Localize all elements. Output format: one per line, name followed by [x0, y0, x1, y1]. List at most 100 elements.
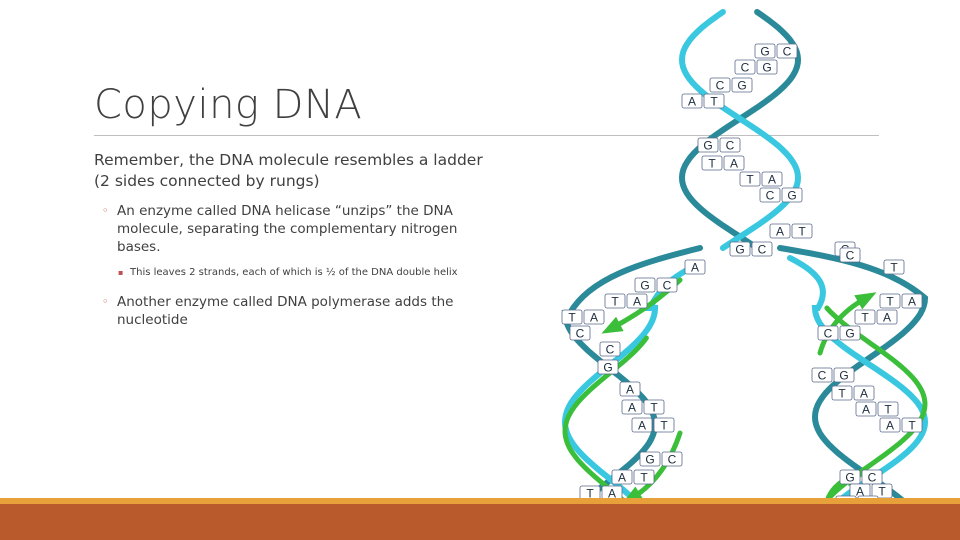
- base-T-box: [653, 417, 675, 433]
- base-C-label: C: [783, 45, 792, 59]
- base-C-label: C: [668, 453, 677, 467]
- base-G-box: [781, 187, 803, 203]
- left-base-pair: C: [599, 341, 621, 357]
- base-A-box: [876, 309, 898, 325]
- bullet-level3-text: This leaves 2 strands, each of which is …: [130, 267, 458, 278]
- right-base-pair: C: [839, 247, 861, 263]
- base-A-box: [901, 293, 923, 309]
- slide-body: Remember, the DNA molecule resembles a l…: [94, 150, 494, 339]
- base-T-box: [791, 223, 813, 239]
- base-T-box: [703, 93, 725, 109]
- base-T-label: T: [908, 419, 916, 433]
- base-A-box: [769, 223, 791, 239]
- base-C-label: C: [716, 79, 725, 93]
- footer-accent-bar: [0, 498, 960, 504]
- base-G-label: G: [760, 45, 769, 59]
- base-G-box: [839, 325, 861, 341]
- base-C-label: C: [606, 343, 615, 357]
- left-base-pair: C: [569, 325, 591, 341]
- base-G-box: [754, 43, 776, 59]
- bullet-level2-helicase: ◦ An enzyme called DNA helicase “unzips”…: [94, 202, 494, 256]
- top-strand-cyan: [678, 9, 802, 251]
- base-G-box: [756, 59, 778, 75]
- left-polymerase-arrow-head: [601, 316, 624, 334]
- base-A-box: [631, 417, 653, 433]
- left-base-pair: G: [597, 359, 619, 375]
- base-C-label: C: [726, 139, 735, 153]
- base-C-box: [751, 241, 773, 257]
- base-G-label: G: [603, 361, 612, 375]
- top-base-pair: A: [684, 259, 706, 275]
- base-A-label: A: [768, 173, 776, 187]
- base-T-label: T: [746, 173, 754, 187]
- bullet-ring-icon: ◦: [102, 295, 109, 308]
- base-C-box: [661, 451, 683, 467]
- base-A-label: A: [688, 95, 696, 109]
- base-C-box: [839, 247, 861, 263]
- base-A-label: A: [590, 311, 598, 325]
- base-C-label: C: [846, 249, 855, 263]
- base-A-box: [681, 93, 703, 109]
- base-G-label: G: [703, 139, 712, 153]
- left-base-pair: A: [619, 381, 641, 397]
- base-C-box: [569, 325, 591, 341]
- base-T-box: [877, 401, 899, 417]
- base-A-label: A: [776, 225, 784, 239]
- left-strand-cyan: [561, 260, 703, 538]
- top-base-pair: T: [883, 259, 905, 275]
- base-A-label: A: [856, 485, 864, 499]
- base-G-label: G: [640, 279, 649, 293]
- base-G-label: G: [845, 327, 854, 341]
- base-T-box: [883, 259, 905, 275]
- base-G-label: G: [737, 79, 746, 93]
- right-polymerase-arrow-head: [854, 292, 877, 310]
- base-A-label: A: [638, 419, 646, 433]
- base-T-label: T: [611, 295, 619, 309]
- base-G-box: [639, 451, 661, 467]
- base-G-box: [839, 469, 861, 485]
- base-T-box: [901, 417, 923, 433]
- base-G-label: G: [762, 61, 771, 75]
- base-T-label: T: [640, 471, 648, 485]
- base-T-label: T: [861, 311, 869, 325]
- base-C-box: [817, 325, 839, 341]
- base-T-box: [739, 171, 761, 187]
- base-A-label: A: [691, 261, 699, 275]
- dna-replication-diagram: GCCGCGATGCTATACGATGCCATGCTATACCGAATATGCA…: [561, 9, 929, 538]
- base-C-label: C: [758, 243, 767, 257]
- bullet-ring-icon: ◦: [102, 204, 109, 217]
- base-T-label: T: [798, 225, 806, 239]
- base-T-label: T: [568, 311, 576, 325]
- base-T-box: [604, 293, 626, 309]
- base-T-label: T: [586, 487, 594, 501]
- base-C-label: C: [824, 327, 833, 341]
- base-A-box: [853, 385, 875, 401]
- bullet-level2-text: Another enzyme called DNA polymerase add…: [117, 294, 454, 328]
- base-T-box: [879, 293, 901, 309]
- base-G-box: [833, 367, 855, 383]
- base-A-box: [626, 293, 648, 309]
- base-T-box: [643, 399, 665, 415]
- base-G-box: [731, 77, 753, 93]
- base-A-label: A: [862, 403, 870, 417]
- base-T-box: [701, 155, 723, 171]
- base-C-label: C: [818, 369, 827, 383]
- base-C-box: [759, 187, 781, 203]
- base-G-box: [697, 137, 719, 153]
- base-T-label: T: [660, 419, 668, 433]
- base-T-label: T: [878, 485, 886, 499]
